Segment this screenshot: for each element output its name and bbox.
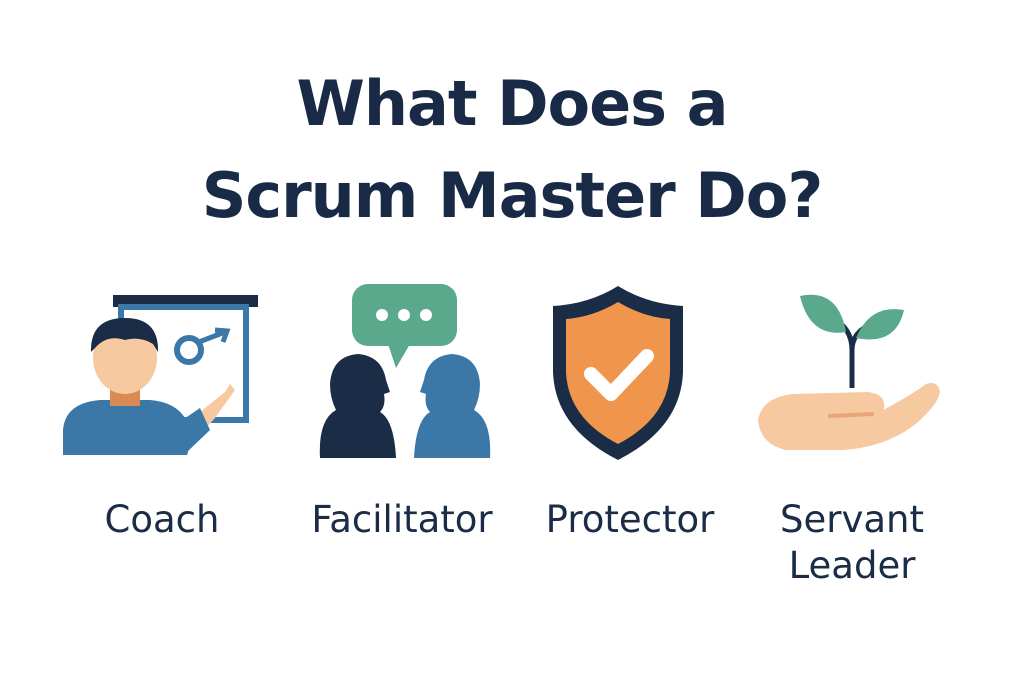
coach-label: Coach — [104, 498, 220, 541]
two-people-speech-bubble-icon — [300, 280, 510, 470]
role-label-protector: Protector — [510, 497, 750, 543]
role-label-facilitator: Facilitator — [282, 497, 522, 543]
title-line-1: What Does a — [296, 67, 728, 140]
page-title: What Does a Scrum Master Do? — [0, 58, 1024, 242]
servant-leader-label-line-1: Servant — [780, 498, 924, 541]
facilitator-label: Facilitator — [311, 498, 493, 541]
hand-holding-sprout-icon — [740, 280, 950, 470]
role-label-servant-leader: Servant Leader — [732, 497, 972, 589]
coach-at-whiteboard-icon — [55, 280, 265, 470]
protector-label: Protector — [545, 498, 715, 541]
servant-leader-label-line-2: Leader — [788, 544, 916, 587]
shield-checkmark-icon — [515, 280, 725, 470]
role-label-coach: Coach — [42, 497, 282, 543]
title-line-2: Scrum Master Do? — [201, 159, 824, 232]
